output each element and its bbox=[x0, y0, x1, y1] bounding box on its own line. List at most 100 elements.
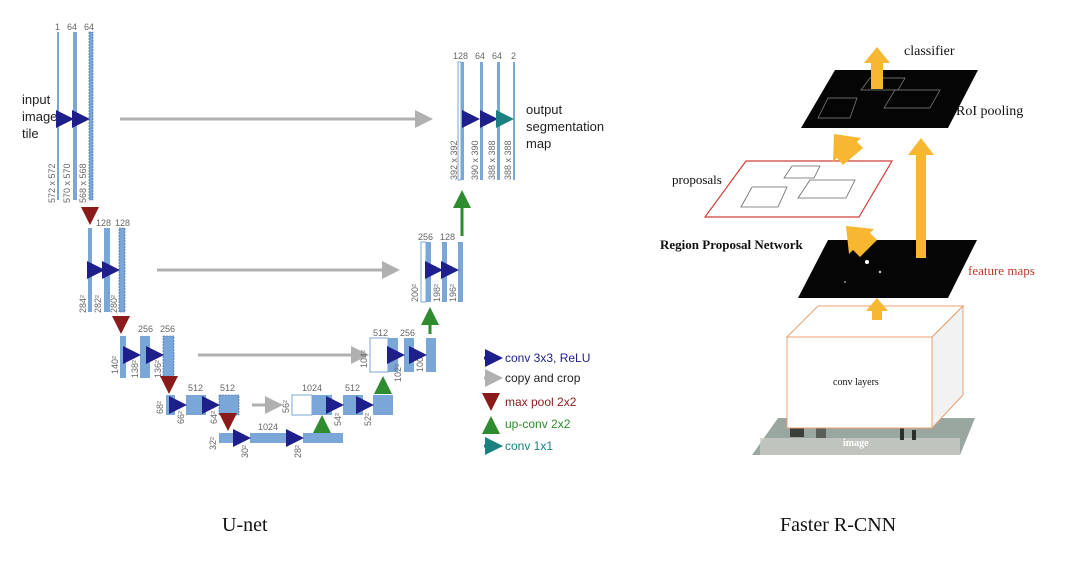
classifier-label: classifier bbox=[904, 44, 955, 59]
feature-maps-plane: feature maps bbox=[798, 240, 1035, 298]
size-label: 56² bbox=[281, 400, 291, 413]
feature-map bbox=[461, 62, 464, 180]
size-label: 568 x 568 bbox=[78, 163, 88, 203]
unet-diagram: input image tile 1 64 64 572 x 572 570 x… bbox=[22, 22, 604, 536]
channel-label: 64 bbox=[67, 22, 77, 32]
size-label: 570 x 570 bbox=[62, 163, 72, 203]
feature-map bbox=[291, 394, 313, 416]
rcnn-caption: Faster R-CNN bbox=[780, 514, 896, 536]
feature-map bbox=[373, 395, 393, 415]
legend-pool-label: max pool 2x2 bbox=[505, 395, 577, 409]
feature-map bbox=[73, 32, 77, 200]
size-label: 140² bbox=[110, 356, 120, 374]
faster-rcnn-diagram: image conv layers feature maps Region Pr… bbox=[660, 44, 1035, 536]
feature-map bbox=[166, 395, 175, 415]
channel-label: 1024 bbox=[258, 422, 278, 432]
channel-label: 512 bbox=[188, 383, 203, 393]
legend-conv1x1-label: conv 1x1 bbox=[505, 439, 553, 453]
arrow-featuremaps-to-proposals bbox=[846, 226, 877, 257]
size-label: 102² bbox=[393, 364, 403, 382]
channel-label: 1 bbox=[55, 22, 60, 32]
feature-map bbox=[303, 433, 343, 443]
size-label: 32² bbox=[208, 437, 218, 450]
unet-legend: conv 3x3, ReLU copy and crop max pool 2x… bbox=[482, 349, 590, 455]
size-label: 390 x 390 bbox=[470, 140, 480, 180]
feature-maps-label: feature maps bbox=[968, 263, 1035, 278]
size-label: 282² bbox=[93, 295, 103, 313]
channel-label: 256 bbox=[418, 232, 433, 242]
unet-up-2: 256 128 200² 198² 196² bbox=[410, 190, 471, 303]
size-label: 28² bbox=[293, 445, 303, 458]
channel-label: 128 bbox=[453, 51, 468, 61]
proposals-plane: proposals bbox=[672, 160, 894, 218]
unet-output-label-1: output bbox=[526, 102, 563, 117]
feature-map bbox=[497, 62, 500, 180]
feature-map bbox=[480, 62, 483, 180]
arrow-conv-to-featuremaps bbox=[866, 298, 888, 320]
roi-pooling-plane: RoI pooling bbox=[801, 70, 1023, 128]
channel-label: 64 bbox=[492, 51, 502, 61]
unet-level-1: 1 64 64 572 x 572 570 x 570 568 x 568 bbox=[47, 22, 433, 225]
feature-map bbox=[442, 242, 447, 302]
feature-map bbox=[88, 228, 92, 312]
channel-label: 128 bbox=[115, 218, 130, 228]
channel-label: 128 bbox=[440, 232, 455, 242]
channel-label: 1024 bbox=[302, 383, 322, 393]
unet-level-4: 512 512 68² 66² 64² bbox=[155, 383, 283, 431]
feature-map bbox=[140, 336, 150, 378]
channel-label: 256 bbox=[138, 324, 153, 334]
conv-layers-label: conv layers bbox=[833, 377, 879, 388]
size-label: 200² bbox=[410, 284, 420, 302]
feature-map bbox=[420, 241, 427, 303]
unet-output-label-2: segmentation bbox=[526, 119, 604, 134]
rpn-label: Region Proposal Network bbox=[660, 237, 804, 252]
channel-label: 512 bbox=[373, 328, 388, 338]
feature-map bbox=[186, 395, 206, 415]
feature-map bbox=[218, 394, 240, 416]
feature-map bbox=[369, 337, 389, 373]
channel-label: 128 bbox=[96, 218, 111, 228]
unet-up-3: 512 256 104² 102² 100² bbox=[359, 307, 439, 382]
size-label: 572 x 572 bbox=[47, 163, 57, 203]
size-label: 388 x 388 bbox=[503, 140, 513, 180]
unet-bottom: 1024 32² 30² 28² bbox=[208, 415, 343, 458]
arrow-to-classifier bbox=[864, 47, 890, 89]
feature-map bbox=[219, 433, 236, 443]
channel-label: 512 bbox=[345, 383, 360, 393]
unet-level-2: 128 128 284² 282² 280² bbox=[78, 218, 400, 334]
feature-map bbox=[250, 433, 290, 443]
size-label: 30² bbox=[240, 445, 250, 458]
size-label: 68² bbox=[155, 401, 165, 414]
unet-caption: U-net bbox=[222, 514, 268, 536]
size-label: 54² bbox=[333, 413, 343, 426]
size-label: 136² bbox=[153, 360, 163, 378]
proposals-label: proposals bbox=[672, 172, 722, 187]
size-label: 284² bbox=[78, 295, 88, 313]
unet-input-label-1: input bbox=[22, 92, 51, 107]
feature-map bbox=[513, 62, 515, 180]
size-label: 198² bbox=[432, 284, 442, 302]
feature-map bbox=[426, 338, 436, 372]
legend-upconv-label: up-conv 2x2 bbox=[505, 417, 571, 431]
input-image-label: image bbox=[843, 438, 869, 449]
size-label: 66² bbox=[176, 411, 186, 424]
feature-map bbox=[57, 32, 59, 200]
size-label: 388 x 388 bbox=[487, 140, 497, 180]
feature-map bbox=[404, 338, 414, 372]
feature-map bbox=[118, 227, 126, 313]
legend-conv-label: conv 3x3, ReLU bbox=[505, 351, 590, 365]
unet-level-3: 256 256 140² 138² 136² bbox=[110, 324, 369, 394]
unet-input-label-3: tile bbox=[22, 126, 39, 141]
channel-label: 512 bbox=[220, 383, 235, 393]
unet-input-label-2: image bbox=[22, 109, 57, 124]
unet-up-4: 1024 512 56² 54² 52² bbox=[281, 376, 393, 426]
channel-label: 2 bbox=[511, 51, 516, 61]
feature-map bbox=[458, 242, 463, 302]
channel-label: 64 bbox=[475, 51, 485, 61]
arrow-featuremaps-to-roi bbox=[908, 138, 934, 258]
legend-copy-label: copy and crop bbox=[505, 371, 581, 385]
feature-map bbox=[312, 395, 332, 415]
size-label: 392 x 392 bbox=[449, 140, 459, 180]
feature-map bbox=[343, 395, 363, 415]
